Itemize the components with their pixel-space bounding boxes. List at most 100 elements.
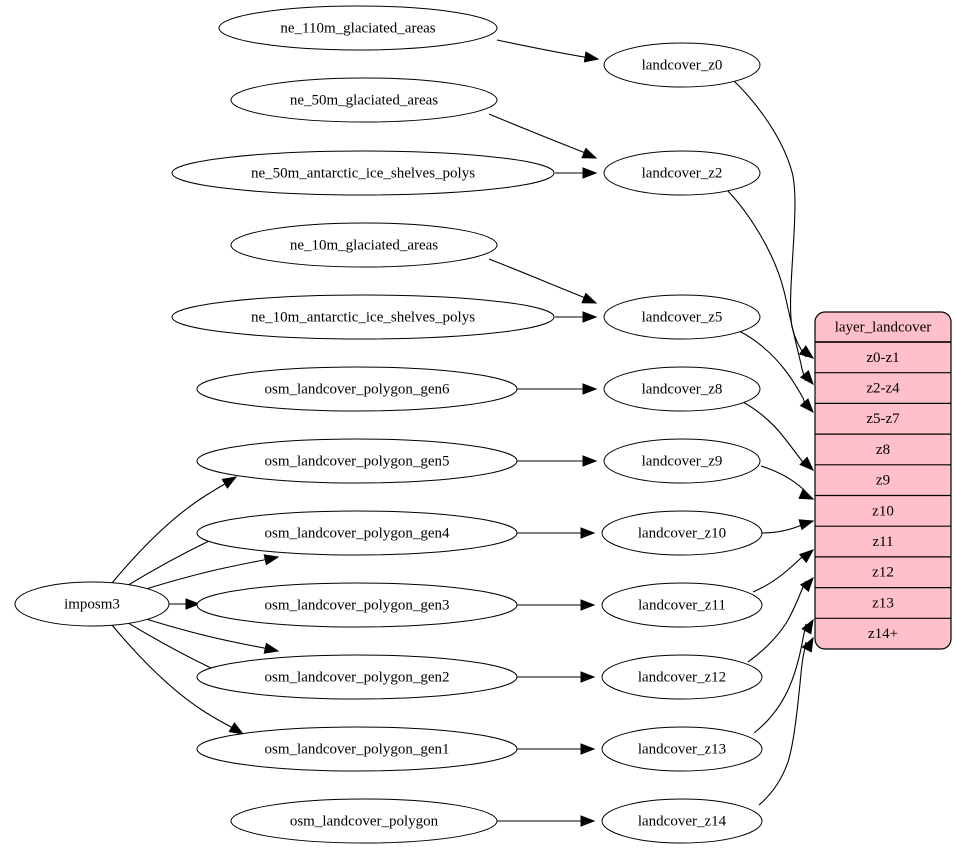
source-node-osm_landcover_polygon_gen1[interactable]: osm_landcover_polygon_gen1 [196,726,518,772]
layer-node-landcover_z9[interactable]: landcover_z9 [603,438,761,484]
source-node-osm_landcover_polygon_gen3[interactable]: osm_landcover_polygon_gen3 [196,582,518,628]
node-label: landcover_z10 [638,525,726,541]
arrowhead-icon [581,292,598,304]
arrowhead-icon [582,383,598,395]
node-outline [603,438,761,484]
source-node-ne_10m_glaciated_areas[interactable]: ne_10m_glaciated_areas [230,222,498,268]
table-row-z9[interactable]: z9 [876,473,890,489]
arrowhead-icon [582,311,598,323]
arrowhead-icon [799,369,814,386]
table-row-bg [815,372,951,404]
table-row-z10[interactable]: z10 [872,503,894,519]
edge-landcover_z11-to-row_z11 [752,552,807,593]
arrowhead-icon [228,722,245,735]
table-row-z0-z1[interactable]: z0-z1 [866,350,899,366]
layer-node-landcover_z0[interactable]: landcover_z0 [603,42,761,88]
node-outline [196,510,518,556]
layer-node-landcover_z10[interactable]: landcover_z10 [601,510,763,556]
node-outline [603,150,761,196]
node-outline [14,581,170,627]
table-row-label: z8 [876,442,890,458]
table-row-label: z9 [876,473,890,489]
layer-landcover-table[interactable]: layer_landcover z0-z1 z2-z4 z5-z7 z8 z9 z10 z11… [814,311,952,650]
node-outline [601,798,763,844]
layer-nodes-layer: landcover_z0 landcover_z2 landcover_z5land… [601,42,763,844]
source-node-imposm3[interactable]: imposm3 [14,581,170,627]
node-outline [218,5,498,51]
node-label: osm_landcover_polygon_gen5 [265,453,450,469]
table-row-bg [815,434,951,465]
table-row-z5-z7[interactable]: z5-z7 [866,411,900,427]
source-node-osm_landcover_polygon_gen2[interactable]: osm_landcover_polygon_gen2 [196,654,518,700]
source-node-osm_landcover_polygon[interactable]: osm_landcover_polygon [230,798,498,844]
arrowhead-icon [581,147,598,159]
table-row-bg [815,495,951,527]
layer-node-landcover_z11[interactable]: landcover_z11 [601,582,763,628]
table-row-label: z5-z7 [866,411,900,427]
node-outline [196,582,518,628]
layer-node-landcover_z13[interactable]: landcover_z13 [601,726,763,772]
arrowhead-icon [801,636,814,653]
node-label: osm_landcover_polygon_gen6 [265,381,450,397]
node-outline [601,582,763,628]
node-outline [171,294,555,340]
layer-node-landcover_z8[interactable]: landcover_z8 [603,366,761,412]
table-row-bg [815,403,951,435]
table-row-label: z13 [872,595,894,611]
table-row-label: z12 [872,565,894,581]
edge-ne_50m_glaciated_areas-to-landcover_z2 [488,113,594,157]
arrowhead-icon [798,519,815,531]
node-outline [603,366,761,412]
arrowhead-icon [582,455,598,467]
table-row-bg [815,526,951,557]
source-node-osm_landcover_polygon_gen4[interactable]: osm_landcover_polygon_gen4 [196,510,518,556]
table-header-label: layer_landcover [835,319,932,335]
table-row-z8[interactable]: z8 [876,442,890,458]
source-node-osm_landcover_polygon_gen5[interactable]: osm_landcover_polygon_gen5 [196,438,518,484]
node-label: landcover_z2 [642,165,723,181]
node-label: landcover_z0 [642,57,723,73]
arrowhead-icon [580,743,596,755]
edge-landcover_z9-to-row_z9 [760,465,807,496]
table-row-bg [815,342,951,373]
table-row-bg [815,587,951,619]
table-row-z12[interactable]: z12 [872,565,894,581]
node-label: landcover_z11 [638,597,726,613]
arrowhead-icon [798,488,815,500]
table-row-label: z10 [872,503,894,519]
arrowhead-icon [263,642,280,654]
table-row-bg [815,464,951,496]
node-outline [230,798,498,844]
arrowhead-icon [799,576,814,593]
source-node-ne_10m_antarctic_ice_shelves_polys[interactable]: ne_10m_antarctic_ice_shelves_polys [171,294,555,340]
arrowhead-icon [580,815,596,827]
arrowhead-icon [799,398,814,414]
node-outline [603,294,761,340]
source-node-osm_landcover_polygon_gen6[interactable]: osm_landcover_polygon_gen6 [196,366,518,412]
arrowhead-icon [798,549,815,564]
layer-node-landcover_z12[interactable]: landcover_z12 [601,654,763,700]
node-label: osm_landcover_polygon_gen3 [265,597,450,613]
layer-node-landcover_z5[interactable]: landcover_z5 [603,294,761,340]
table-row-bg [815,618,951,649]
edge-landcover_z0-to-row_z0-z1 [732,79,807,358]
table-row-z2-z4[interactable]: z2-z4 [866,380,900,396]
arrowhead-icon [801,618,814,635]
table-row-label: z0-z1 [866,350,899,366]
node-label: landcover_z14 [638,813,727,829]
table-row-z11[interactable]: z11 [872,534,893,550]
layer-node-landcover_z2[interactable]: landcover_z2 [603,150,761,196]
node-outline [230,222,498,268]
source-node-ne_110m_glaciated_areas[interactable]: ne_110m_glaciated_areas [218,5,498,51]
source-node-ne_50m_glaciated_areas[interactable]: ne_50m_glaciated_areas [230,77,498,123]
node-outline [230,77,498,123]
node-label: landcover_z8 [642,381,723,397]
table-row-z14+[interactable]: z14+ [868,626,898,642]
table-row-z13[interactable]: z13 [872,595,894,611]
arrowheads-layer [185,51,815,827]
layer-node-landcover_z14[interactable]: landcover_z14 [601,798,763,844]
source-node-ne_50m_antarctic_ice_shelves_polys[interactable]: ne_50m_antarctic_ice_shelves_polys [171,150,555,196]
table-row-label: z14+ [868,626,898,642]
